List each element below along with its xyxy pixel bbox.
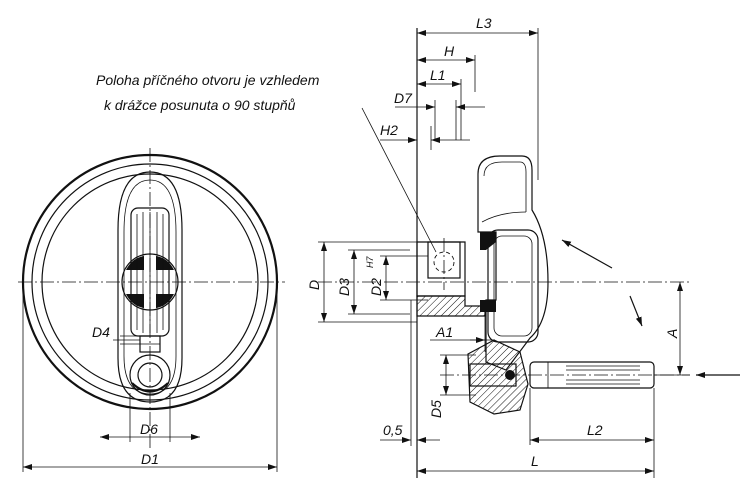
handle-slot-outline <box>117 171 183 403</box>
note-line-1: Poloha příčného otvoru je vzhledem <box>96 72 320 88</box>
label-h7: H7 <box>365 256 375 268</box>
spoke-disc-edge <box>41 173 259 391</box>
label-d4: D4 <box>92 324 110 340</box>
note-leader <box>361 107 437 253</box>
rim-inner <box>31 163 269 401</box>
hub-body <box>416 241 466 297</box>
label-d7: D7 <box>394 90 413 106</box>
label-gap: 0,5 <box>383 422 403 438</box>
rotation-arrow-down <box>629 295 643 327</box>
rim-section <box>487 229 539 343</box>
rotation-arrow-up <box>561 239 613 269</box>
label-d1: D1 <box>141 451 159 467</box>
pivot-inner <box>137 362 163 388</box>
pivot-lip <box>131 382 169 393</box>
label-l3: L3 <box>476 15 492 31</box>
pivot-outer <box>129 354 171 396</box>
label-d: D <box>306 280 322 290</box>
label-h: H <box>444 43 455 59</box>
label-h2: H2 <box>380 122 398 138</box>
label-l: L <box>531 453 539 469</box>
label-d6: D6 <box>140 421 158 437</box>
label-l1: L1 <box>430 67 446 83</box>
side-view <box>318 28 740 478</box>
label-a: A <box>664 329 680 339</box>
front-view <box>18 148 285 472</box>
pivot-section <box>467 339 529 415</box>
label-d5: D5 <box>428 400 444 418</box>
label-a1: A1 <box>435 324 453 340</box>
label-l2: L2 <box>587 422 603 438</box>
hub-section-lower <box>416 295 486 317</box>
label-d3: D3 <box>336 278 352 296</box>
disc-profile <box>477 155 549 371</box>
label-d2: D2 <box>368 278 384 296</box>
note-line-2: k drážce posunuta o 90 stupňů <box>104 97 296 113</box>
